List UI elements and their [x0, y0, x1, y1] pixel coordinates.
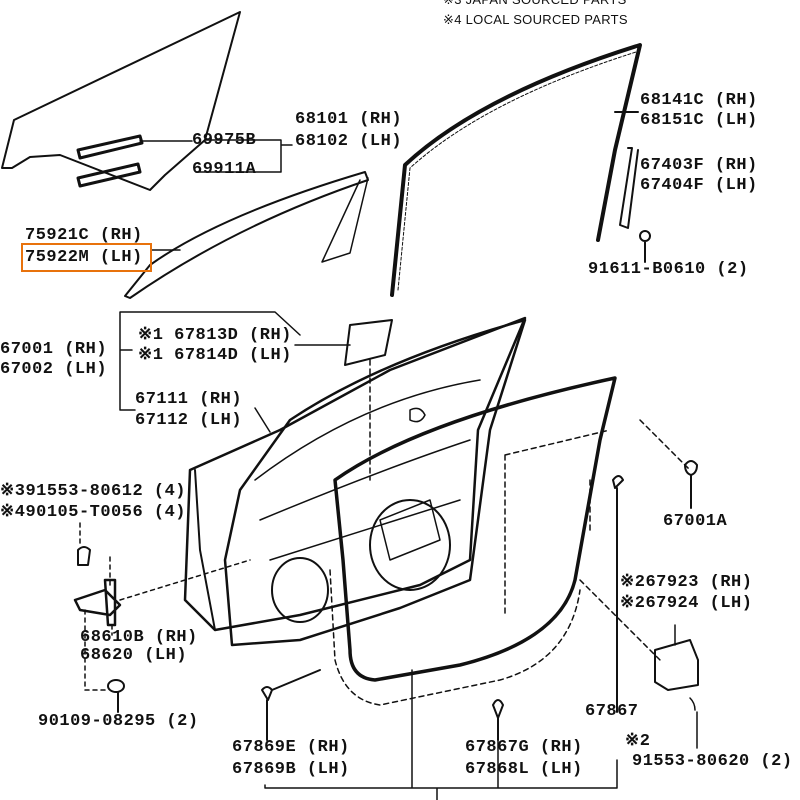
part-label-door-rh[interactable]: 67001 (RH) — [0, 340, 108, 359]
clip-icon — [684, 460, 698, 509]
door-inner-frame — [223, 318, 527, 647]
garnish-cover — [654, 639, 699, 691]
part-label-panel-rh[interactable]: 67111 (RH) — [135, 390, 243, 409]
part-label-note2: ※2 — [625, 732, 651, 751]
part-label-run-rh[interactable]: 68141C (RH) — [640, 91, 758, 110]
highlight-box — [21, 243, 152, 272]
part-label-hinge-bolt[interactable]: 90109-08295 (2) — [38, 712, 199, 731]
glass-pad-b — [76, 162, 142, 188]
part-label-sheet-lh[interactable]: ※1 67814D (LH) — [138, 346, 292, 365]
part-label-ws-rh[interactable]: 67867G (RH) — [465, 738, 583, 757]
part-label-cover-screw[interactable]: 91553-80620 (2) — [632, 752, 793, 771]
part-label-weatherstrip[interactable]: 67867 — [585, 702, 639, 721]
part-label-glass-lh[interactable]: 68102 (LH) — [295, 132, 403, 151]
glass-pad-a — [76, 134, 144, 160]
part-label-cover-rh[interactable]: ※267923 (RH) — [620, 573, 753, 592]
door-outer-panel — [183, 316, 527, 632]
part-label-molding-rh[interactable]: 75921C (RH) — [25, 226, 143, 245]
part-label-frame-rh[interactable]: 67403F (RH) — [640, 156, 758, 175]
part-label-bolt-a[interactable]: ※391553-80612 (4) — [0, 482, 186, 501]
part-label-panel-lh[interactable]: 67112 (LH) — [135, 411, 243, 430]
part-label-molding-lh[interactable]: 75922M (LH) — [25, 248, 143, 267]
part-label-screw[interactable]: 91611-B0610 (2) — [588, 260, 749, 279]
part-label-door-lh[interactable]: 67002 (LH) — [0, 360, 108, 379]
part-label-glass-pad-b[interactable]: 69911A — [192, 160, 257, 179]
part-label-ws-clip-lh[interactable]: 67869B (LH) — [232, 760, 350, 779]
part-label-ws-clip-rh[interactable]: 67869E (RH) — [232, 738, 350, 757]
part-label-glass-pad-a[interactable]: 69975B — [192, 131, 257, 150]
part-label-bolt-b[interactable]: ※490105-T0056 (4) — [0, 503, 186, 522]
door-glass — [1, 11, 241, 191]
door-weatherstrip — [333, 376, 617, 682]
note-local-sourced: ※4 LOCAL SOURCED PARTS — [443, 12, 628, 27]
part-label-frame-lh[interactable]: 67404F (LH) — [640, 176, 758, 195]
screw-icon — [639, 230, 651, 263]
part-label-ws-lh[interactable]: 67868L (LH) — [465, 760, 583, 779]
hinge-bolt-icon — [107, 679, 125, 713]
part-label-run-lh[interactable]: 68151C (LH) — [640, 111, 758, 130]
part-label-hinge-rh[interactable]: 68610B (RH) — [80, 628, 198, 647]
part-label-sheet-rh[interactable]: ※1 67813D (RH) — [138, 326, 292, 345]
door-hinge — [73, 578, 122, 627]
part-label-glass-rh[interactable]: 68101 (RH) — [295, 110, 403, 129]
belt-molding — [124, 171, 369, 299]
glass-run — [390, 43, 642, 297]
frame-channel — [614, 111, 639, 229]
part-label-cover-lh[interactable]: ※267924 (LH) — [620, 594, 753, 613]
part-label-hinge-lh[interactable]: 68620 (LH) — [80, 646, 188, 665]
service-sheet — [344, 319, 393, 366]
note-japan-sourced: ※3 JAPAN SOURCED PARTS — [443, 0, 627, 8]
part-label-clip[interactable]: 67001A — [663, 512, 728, 531]
